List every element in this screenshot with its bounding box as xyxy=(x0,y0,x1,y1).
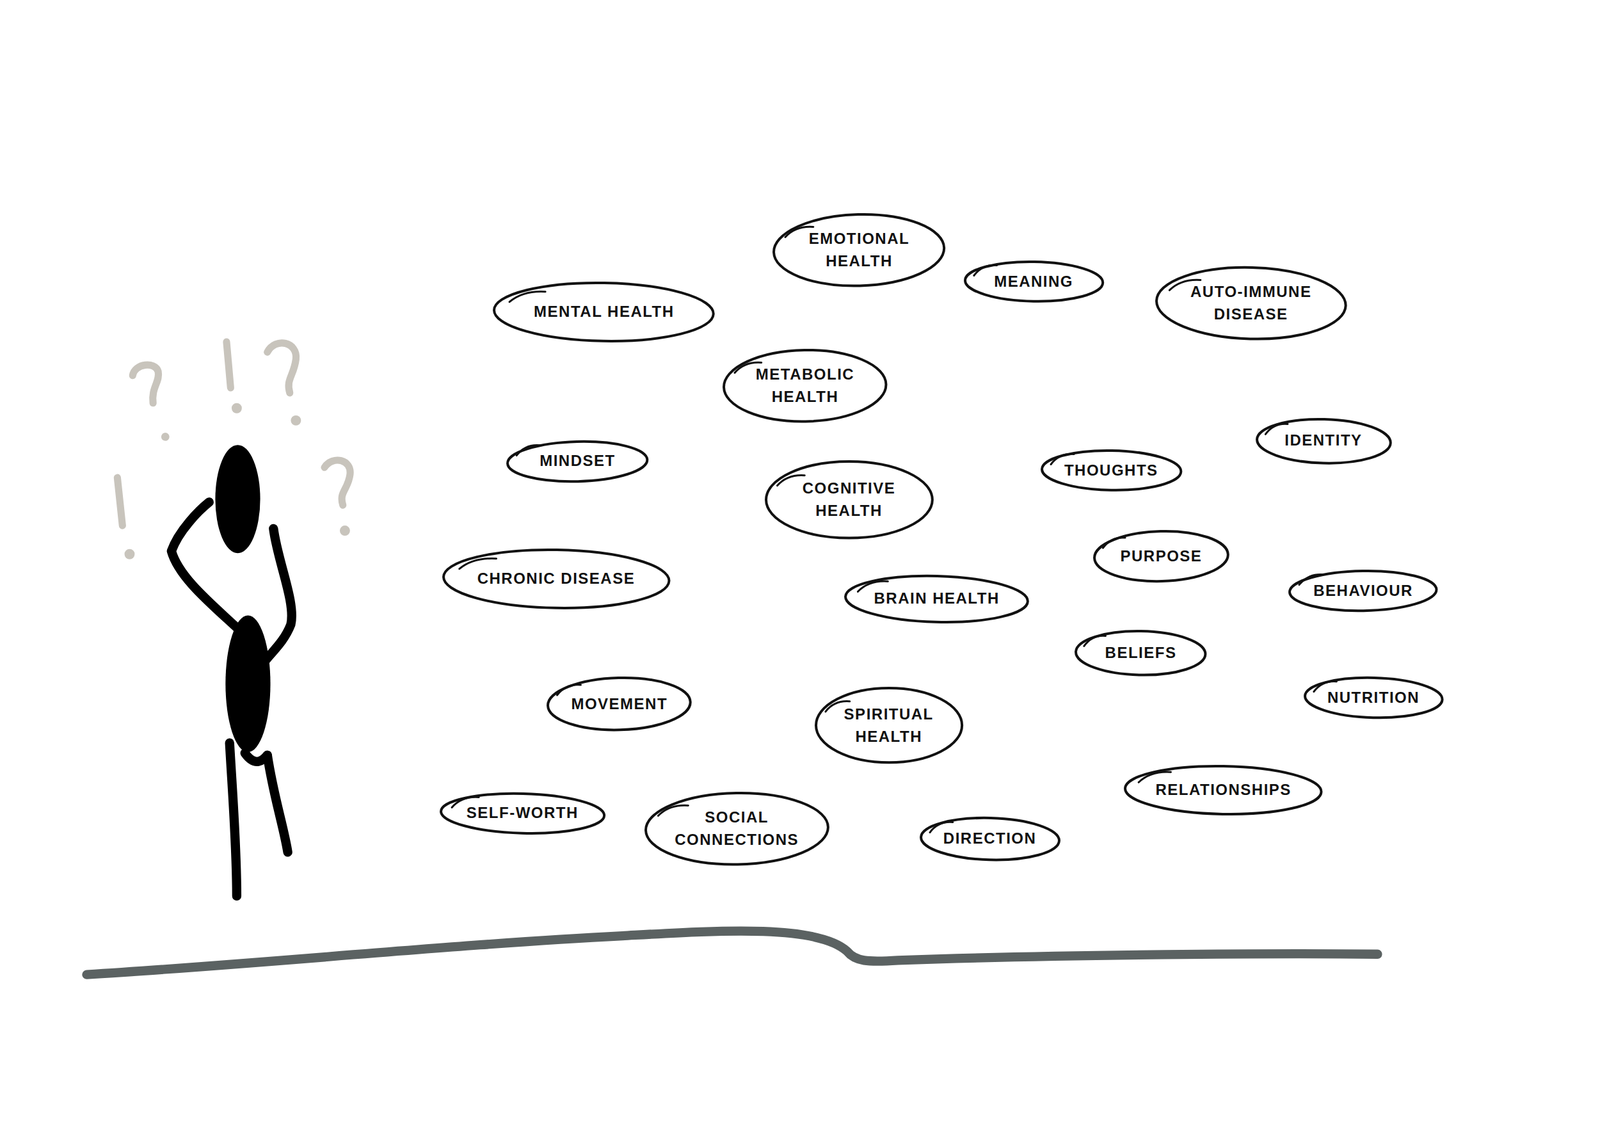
topic-ellipse: IDENTITY xyxy=(1254,416,1394,466)
topic-ellipse: DIRECTION xyxy=(918,815,1062,863)
topic-label: IDENTITY xyxy=(1283,429,1364,452)
topic-ellipse: RELATIONSHIPS xyxy=(1122,763,1325,817)
ellipse-stroke xyxy=(1304,676,1443,720)
ellipse-stroke xyxy=(1041,449,1181,491)
confusion-marks xyxy=(117,341,351,560)
topic-label: SELF-WORTH xyxy=(465,801,580,825)
ellipse-stroke xyxy=(920,816,1060,862)
ellipse-tail xyxy=(557,684,582,696)
stick-figure xyxy=(171,444,292,896)
ellipse-stroke xyxy=(1075,629,1207,676)
ellipse-stroke xyxy=(816,688,962,763)
ellipse-outline xyxy=(763,458,936,541)
topic-label: BRAIN HEALTH xyxy=(872,587,1001,610)
ellipse-tail xyxy=(973,265,997,276)
topic-label: SOCIAL CONNECTIONS xyxy=(673,806,801,852)
topic-label: SPIRITUAL HEALTH xyxy=(838,703,939,749)
topic-label: BELIEFS xyxy=(1104,641,1178,665)
ellipse-stroke xyxy=(1256,417,1392,465)
topic-ellipse: CHRONIC DISEASE xyxy=(440,547,672,611)
topic-ellipse: COGNITIVE HEALTH xyxy=(763,458,936,541)
ellipse-stroke xyxy=(442,547,670,610)
topic-ellipse: METABOLIC HEALTH xyxy=(721,347,889,424)
topic-label: NUTRITION xyxy=(1326,686,1421,710)
ellipse-tail xyxy=(1084,635,1106,646)
topic-label: MOVEMENT xyxy=(570,693,669,716)
topic-ellipse: BELIEFS xyxy=(1073,628,1208,678)
ellipse-stroke xyxy=(645,791,829,866)
topic-label: RELATIONSHIPS xyxy=(1154,778,1293,802)
topic-label: MEANING xyxy=(993,270,1074,294)
topic-label: BEHAVIOUR xyxy=(1312,579,1414,603)
ellipse-tail xyxy=(1102,537,1126,548)
ellipse-stroke xyxy=(723,348,887,424)
ellipse-outline xyxy=(643,790,831,867)
ellipse-outline xyxy=(813,685,965,765)
ground-line xyxy=(87,931,1378,975)
ellipse-stroke xyxy=(494,280,715,344)
ellipse-stroke xyxy=(773,211,946,288)
topic-ellipse: MOVEMENT xyxy=(545,675,694,733)
ellipse-stroke xyxy=(1125,764,1323,816)
topic-label: MENTAL HEALTH xyxy=(533,300,676,324)
topic-ellipse: SELF-WORTH xyxy=(438,791,607,836)
ellipse-outline xyxy=(1153,264,1349,342)
topic-label: MINDSET xyxy=(538,449,617,473)
topic-label: EMOTIONAL HEALTH xyxy=(805,227,913,273)
ellipse-stroke xyxy=(1155,264,1347,342)
topic-ellipse: NUTRITION xyxy=(1302,675,1446,720)
topic-ellipse: EMOTIONAL HEALTH xyxy=(771,211,947,288)
topic-label: PURPOSE xyxy=(1119,545,1203,568)
ellipse-stroke xyxy=(1289,569,1438,612)
ellipse-tail xyxy=(657,805,688,816)
ellipse-outline xyxy=(721,347,889,424)
ellipse-tail xyxy=(1139,771,1172,783)
topic-ellipse: PURPOSE xyxy=(1091,528,1231,584)
topic-label: AUTO-IMMUNE DISEASE xyxy=(1184,280,1318,326)
ellipse-tail xyxy=(459,558,497,569)
ellipse-stroke xyxy=(766,461,933,539)
topic-label: CHRONIC DISEASE xyxy=(476,567,636,591)
topic-ellipse: MEANING xyxy=(962,259,1106,304)
topic-label: DIRECTION xyxy=(942,827,1038,850)
ellipse-tail xyxy=(776,475,805,486)
topic-label: COGNITIVE HEALTH xyxy=(797,477,901,523)
ellipse-stroke xyxy=(844,573,1029,624)
ellipse-tail xyxy=(516,444,540,456)
topic-label: THOUGHTS xyxy=(1063,459,1160,482)
topic-ellipse: THOUGHTS xyxy=(1039,448,1184,493)
topic-ellipse: SOCIAL CONNECTIONS xyxy=(643,790,831,867)
ellipse-stroke xyxy=(547,676,692,733)
ellipse-tail xyxy=(510,291,546,303)
ellipse-tail xyxy=(1265,423,1288,434)
topic-ellipse: MENTAL HEALTH xyxy=(491,280,717,344)
ellipse-outline xyxy=(771,211,947,288)
ellipse-stroke xyxy=(440,791,605,836)
topic-ellipse: MINDSET xyxy=(504,439,650,484)
topic-ellipse: AUTO-IMMUNE DISEASE xyxy=(1153,264,1349,342)
ellipse-stroke xyxy=(506,439,648,484)
ellipse-stroke xyxy=(964,260,1103,303)
ellipse-stroke xyxy=(1093,529,1229,584)
topic-ellipse: BEHAVIOUR xyxy=(1287,568,1440,614)
topic-label: METABOLIC HEALTH xyxy=(752,363,859,409)
topic-ellipse: SPIRITUAL HEALTH xyxy=(813,685,965,765)
topic-ellipse: BRAIN HEALTH xyxy=(842,573,1031,625)
